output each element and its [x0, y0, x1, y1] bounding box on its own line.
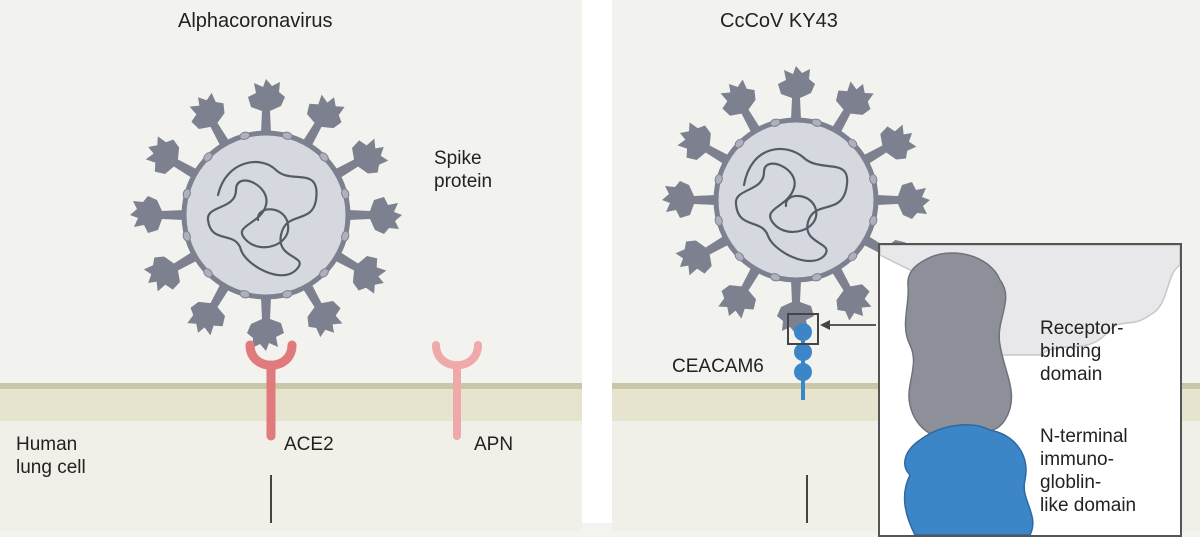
- apn-receptor: [432, 341, 482, 440]
- rbd-label-line1: Receptor-: [1040, 318, 1124, 339]
- n-terminal-domain-shape: [903, 424, 1034, 535]
- diagram-canvas: [130, 66, 930, 441]
- alphacoronavirus-particle: [130, 79, 402, 351]
- cell-label: Human lung cell: [16, 433, 86, 479]
- rbd-label-line3: domain: [1040, 364, 1103, 385]
- nterm-label: N-terminal immuno- globlin- like domain: [1040, 425, 1136, 517]
- ace2-label: ACE2: [284, 434, 334, 455]
- panel-a-title: Alphacoronavirus: [178, 10, 333, 32]
- viral-rna-a: [206, 161, 318, 277]
- ceacam6-receptor: [794, 323, 812, 400]
- spike-label: Spike protein: [434, 147, 492, 193]
- ceacam6-label: CEACAM6: [672, 356, 764, 377]
- cell-line-a: [270, 475, 272, 523]
- cell-label-line1: Human: [16, 434, 78, 455]
- panel-b-title: CcCoV KY43: [720, 10, 838, 32]
- spike-label-line2: protein: [434, 171, 493, 192]
- ace2-receptor: [245, 340, 297, 441]
- apn-label: APN: [474, 434, 514, 455]
- cell-membrane-a: [0, 389, 582, 421]
- viral-envelope-a: [181, 130, 351, 300]
- nterm-label-line2: immuno-: [1040, 449, 1114, 470]
- cccov-ky43-particle: [662, 66, 930, 334]
- zoom-box: [787, 313, 819, 345]
- membrane-edge-a: [0, 383, 582, 389]
- cell-label-line2: lung cell: [16, 457, 86, 478]
- rbd-label-line2: binding: [1040, 341, 1102, 362]
- inset-canvas: [880, 245, 1180, 535]
- zoom-arrow: [820, 320, 876, 330]
- rbd-label: Receptor- binding domain: [1040, 317, 1123, 386]
- nterm-label-line3: globlin-: [1040, 472, 1102, 493]
- cell-line-b: [806, 475, 808, 523]
- nterm-label-line1: N-terminal: [1040, 426, 1128, 447]
- cytoplasm-a: [0, 421, 582, 531]
- spike-label-line1: Spike: [434, 148, 482, 169]
- viral-rna-b: [734, 147, 849, 263]
- inset-zoom-panel: Receptor- binding domain N-terminal immu…: [878, 243, 1182, 537]
- panel-divider: [582, 0, 612, 523]
- nterm-label-line4: like domain: [1040, 495, 1137, 516]
- receptor-binding-domain-shape: [904, 252, 1013, 439]
